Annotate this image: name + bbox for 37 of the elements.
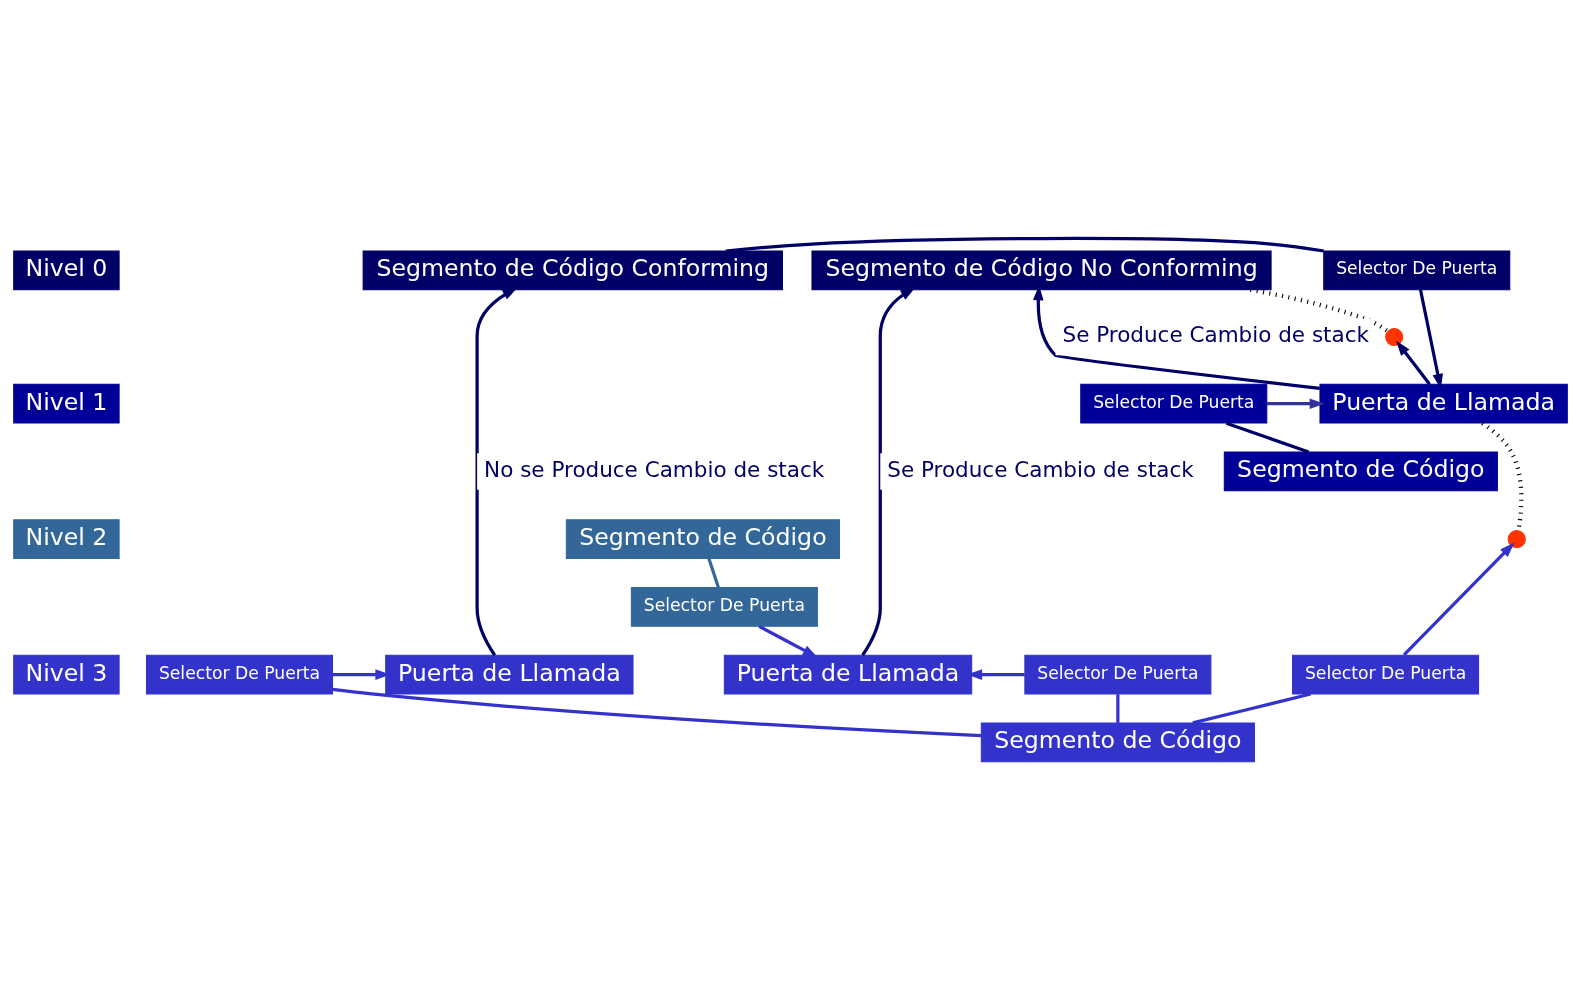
node-box: Selector De Puerta (630, 587, 818, 627)
node-box: Segmento de Código No Conforming (811, 250, 1272, 291)
edge-label: Se Produce Cambio de stack (887, 456, 1194, 482)
node-box: Puerta de Llamada (385, 654, 634, 695)
node-box: Segmento de Código (980, 722, 1255, 763)
arrow (861, 287, 916, 657)
node-box: Selector De Puerta (1292, 654, 1480, 695)
connector (725, 236, 1325, 253)
connector (1192, 692, 1312, 725)
node-box: Nivel 1 (13, 383, 120, 424)
arrow (1418, 289, 1443, 389)
node-box: Nivel 0 (13, 250, 120, 291)
edge-label: No se Produce Cambio de stack (484, 456, 825, 482)
arrow (475, 287, 518, 657)
node-cross (1507, 530, 1526, 549)
connector (1116, 694, 1120, 723)
arrow (1267, 398, 1325, 409)
connector (332, 687, 982, 738)
node-box: Selector De Puerta (145, 654, 334, 695)
node-box: Selector De Puerta (1080, 383, 1268, 424)
edge-label: Se Produce Cambio de stack (1062, 322, 1370, 348)
node-box: Segmento de Código (565, 519, 840, 560)
connector (1225, 421, 1310, 454)
node-box: Segmento de Código (1223, 451, 1498, 492)
arrow (1396, 340, 1431, 386)
node-cross (1385, 327, 1404, 347)
node-box: Puerta de Llamada (723, 654, 973, 695)
node-box: Nivel 3 (13, 654, 120, 695)
node-box: Nivel 2 (13, 519, 120, 560)
node-box: Selector De Puerta (1024, 654, 1212, 695)
node-box: Selector De Puerta (1323, 250, 1511, 291)
arrow (1402, 542, 1515, 656)
node-box: Segmento de Código Conforming (362, 250, 783, 291)
connector (1249, 287, 1390, 333)
arrow (758, 624, 818, 658)
node-box: Puerta de Llamada (1319, 383, 1568, 424)
connector (707, 558, 720, 588)
